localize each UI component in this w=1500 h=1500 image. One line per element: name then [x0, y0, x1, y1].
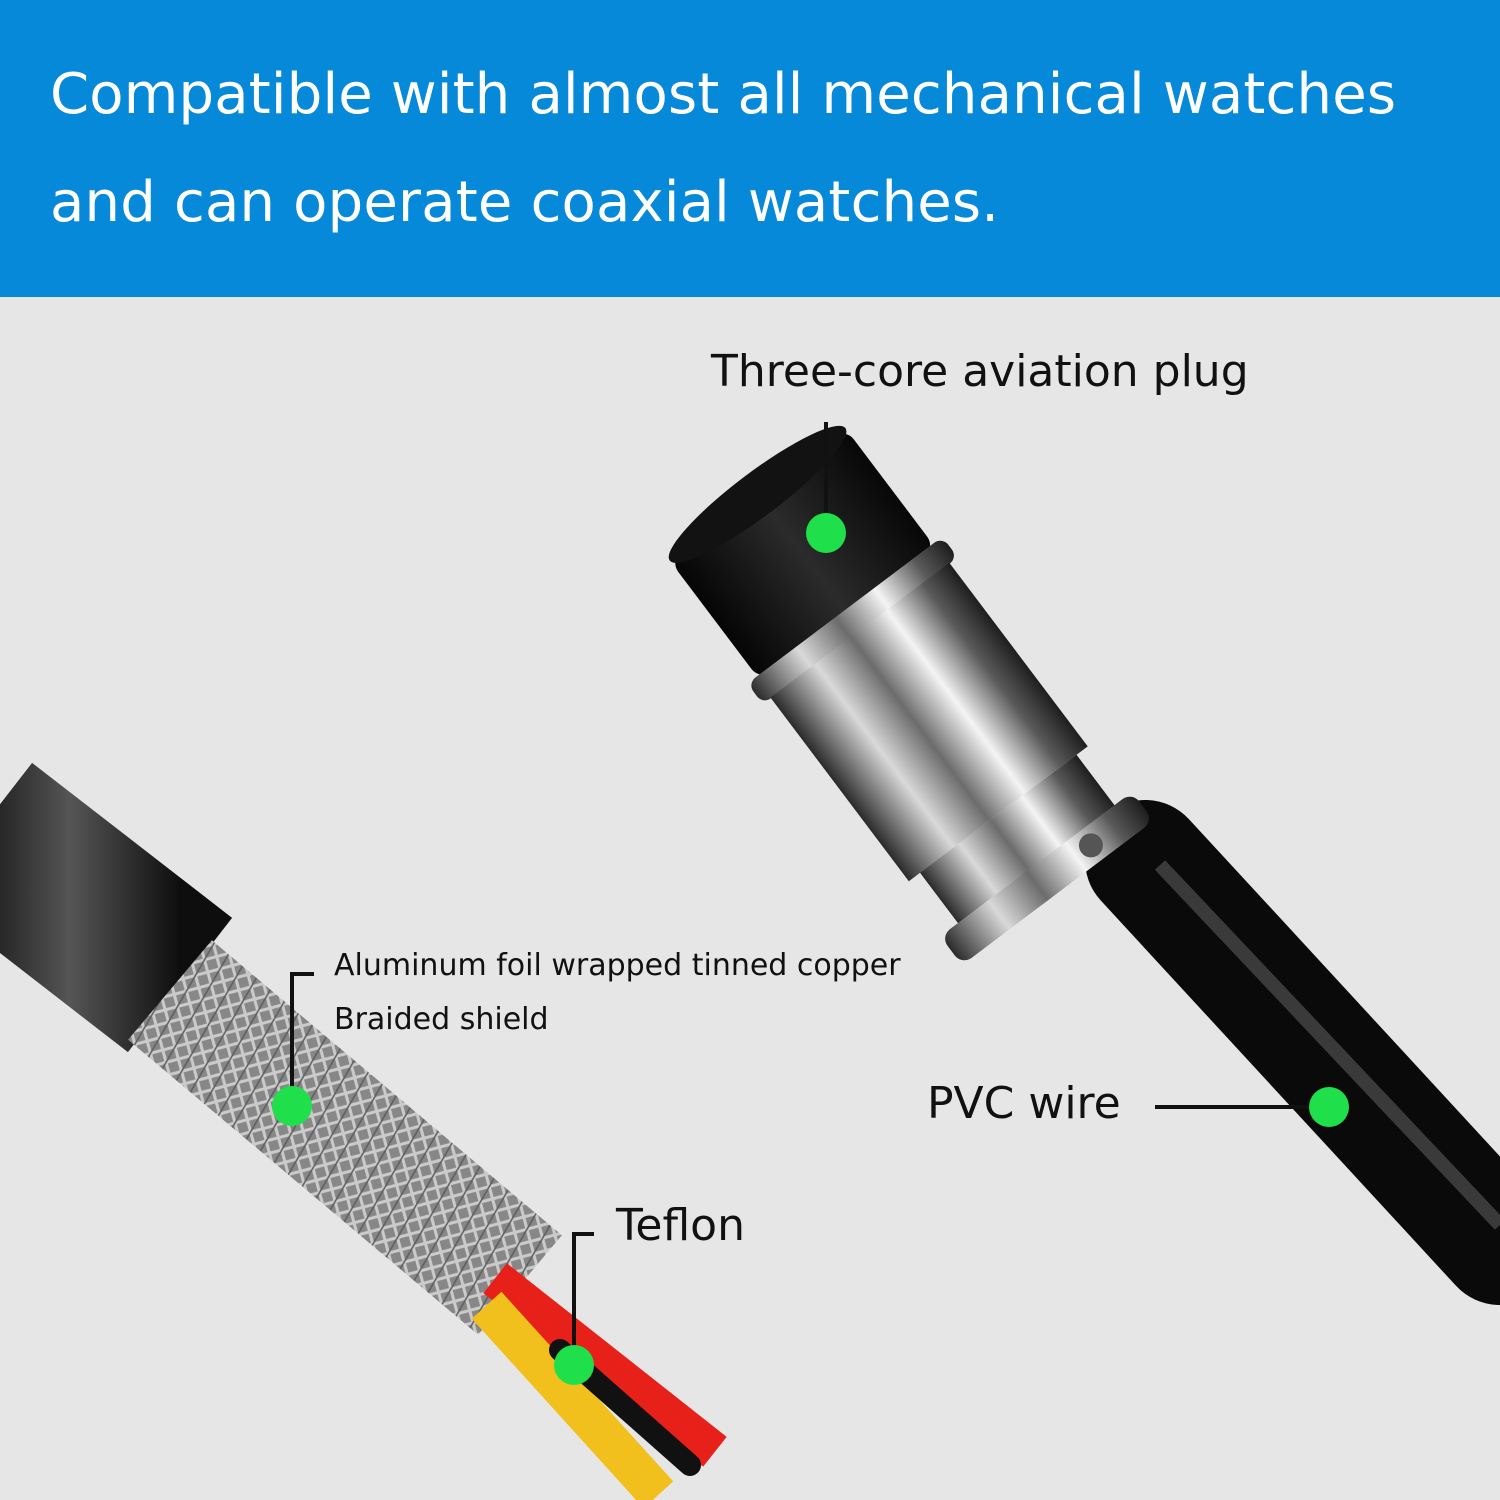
header-banner: Compatible with almost all mechanical wa… — [0, 0, 1500, 297]
shield-leader — [290, 972, 314, 1103]
pvc-wire — [1085, 800, 1500, 1305]
teflon-marker-dot — [554, 1345, 594, 1385]
banner-headline-line-2: and can operate coaxial watches. — [50, 170, 1000, 235]
label-aviation-plug: Three-core aviation plug — [711, 346, 1249, 397]
teflon-leader — [572, 1232, 594, 1363]
braided-shield — [128, 940, 562, 1335]
callout-markers — [272, 513, 1349, 1385]
leader-lines — [290, 422, 1330, 1363]
red-core — [483, 1263, 727, 1467]
banner-headline-line-1: Compatible with almost all mechanical wa… — [50, 62, 1397, 127]
braided-cable — [0, 762, 727, 1500]
plug-marker-dot — [806, 513, 846, 553]
pvc-marker-dot — [1309, 1087, 1349, 1127]
plug-body — [770, 562, 1088, 882]
label-shield-line-2: Braided shield — [334, 1002, 549, 1037]
yellow-core — [471, 1291, 674, 1500]
shield-marker-dot — [272, 1086, 312, 1126]
outer-jacket — [0, 762, 233, 1053]
label-teflon: Teflon — [616, 1200, 745, 1251]
plug-cap — [675, 433, 931, 675]
label-shield-line-1: Aluminum foil wrapped tinned copper — [334, 948, 901, 983]
label-pvc-wire: PVC wire — [927, 1078, 1121, 1129]
aviation-plug — [668, 425, 1149, 961]
